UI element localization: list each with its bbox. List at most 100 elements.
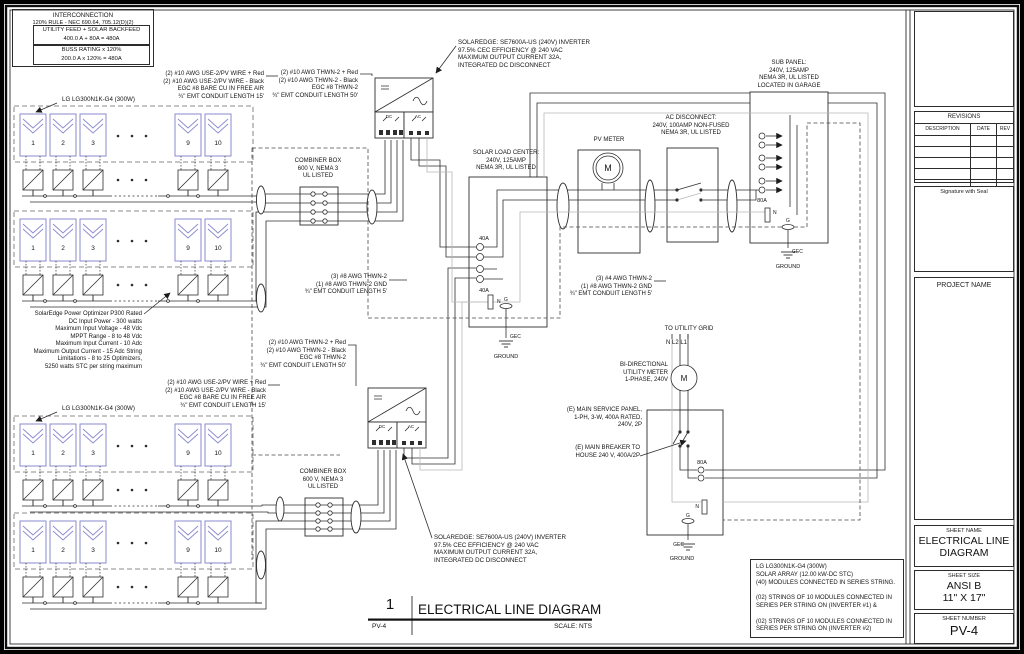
- utility-feed-calc: UTILITY FEED + SOLAR BACKFEED 400.0 A + …: [33, 25, 150, 45]
- combiner-box-2: [304, 497, 344, 537]
- svg-text:9: 9: [186, 547, 190, 554]
- revisions-col-rev: REV: [999, 126, 1011, 132]
- svg-text:10: 10: [214, 140, 222, 147]
- svg-text:1: 1: [31, 547, 35, 554]
- sheet-size-value: ANSI B: [946, 580, 982, 592]
- svg-text:3: 3: [91, 245, 95, 252]
- conduit-ellipses: [256, 179, 738, 580]
- svg-text:10: 10: [214, 450, 222, 457]
- sheet-number-box: SHEET NUMBER PV-4: [914, 613, 1014, 644]
- svg-text:1: 1: [31, 245, 35, 252]
- buss-rating-calc: BUSS RATING x 120% 200.0 A x 120% = 480A: [33, 45, 150, 65]
- inverter-1-note: SOLAREDGE: SE7600A-US (240V) INVERTER 97…: [458, 39, 590, 69]
- sp-breaker-label: 80A: [757, 198, 767, 204]
- lg-module-label-top: LG LG300N1K-G4 (300W): [62, 96, 135, 103]
- sheet-name-label: SHEET NAME: [946, 528, 982, 534]
- pv-string-1: [19, 113, 262, 203]
- svg-text:2: 2: [61, 140, 65, 147]
- svg-text:1: 1: [31, 140, 35, 147]
- ground-conductors: [251, 122, 861, 560]
- svg-text:1: 1: [31, 450, 35, 457]
- sp-neutral-label: N: [773, 210, 777, 216]
- drawing-ref: PV-4: [372, 623, 387, 630]
- sheet-name-box: SHEET NAME ELECTRICAL LINE DIAGRAM: [914, 525, 1014, 567]
- revisions-table: REVISIONS DESCRIPTION DATE REV: [914, 111, 1014, 189]
- title-strip-lines: [368, 596, 592, 635]
- svg-text:3: 3: [91, 547, 95, 554]
- revisions-col-date: DATE: [971, 124, 997, 135]
- sp-ground-text: GROUND: [776, 264, 800, 270]
- project-name-label: PROJECT NAME: [936, 282, 992, 289]
- small-labels: 40A 40A N G GEC GROUND M 80A N G GEC GRO…: [379, 114, 803, 562]
- logo-box: [914, 11, 1014, 107]
- revisions-title: REVISIONS: [947, 114, 981, 120]
- wire-label-meter-out: (3) #4 AWG THWN-2 (1) #8 AWG THWN-2 GND …: [569, 276, 652, 297]
- inv2-ac-label: AC: [408, 424, 415, 429]
- pv-meter-label: PV METER: [593, 137, 625, 143]
- main-breaker-note: (E) MAIN BREAKER TO HOUSE 240 V, 400A/2P: [575, 445, 640, 459]
- sheet-number-value: PV-4: [949, 623, 979, 638]
- neutral-conductors: [419, 112, 869, 503]
- signature-box: Signature with Seal: [914, 186, 1014, 272]
- ac-disconnect-box: [666, 147, 719, 243]
- svg-text:10: 10: [214, 547, 222, 554]
- lg-module-label-bottom: LG LG300N1K-G4 (300W): [62, 405, 135, 412]
- inv1-ac-label: AC: [415, 114, 422, 119]
- lc-ground-label: G: [504, 297, 508, 303]
- svg-text:2: 2: [61, 547, 65, 554]
- combiner-2-label: COMBINER BOX 600 V, NEMA 3 UL LISTED: [299, 469, 347, 490]
- lc-ground-text: GROUND: [494, 354, 518, 360]
- drawing-scale: SCALE: NTS: [554, 623, 592, 630]
- interconnection-title: INTERCONNECTION: [52, 12, 114, 19]
- svg-text:3: 3: [91, 140, 95, 147]
- sp-ground-label: G: [786, 218, 790, 224]
- ac-disconnect-label: AC DISCONNECT: 240V, 100AMP NON-FUSED NE…: [652, 115, 730, 136]
- utility-conductors-label: N L2 L1: [666, 340, 688, 346]
- pv-meter-m: M: [604, 163, 612, 173]
- revisions-col-description: DESCRIPTION: [915, 124, 971, 135]
- inverter-2-note: SOLAREDGE: SE7600A-US (240V) INVERTER 97…: [434, 534, 566, 564]
- mp-backfeed-label: 80A: [697, 460, 707, 466]
- interconnection-rule: 120% RULE - NEC 690.64, 705.12(D)(2): [32, 19, 134, 26]
- pv-string-3: [19, 423, 262, 513]
- svg-text:9: 9: [186, 245, 190, 252]
- signature-label: Signature with Seal: [940, 189, 988, 195]
- main-panel-label: (E) MAIN SERVICE PANEL, 1-PH, 3-W, 400A …: [566, 407, 642, 428]
- sp-gec-label: GEC: [792, 249, 803, 255]
- combiner-box-1: [299, 186, 339, 226]
- inv2-dc-label: DC: [379, 424, 386, 429]
- sheet-dims-value: 11" X 17": [942, 592, 986, 604]
- combiner-1-label: COMBINER BOX 600 V, NEMA 3 UL LISTED: [294, 158, 342, 179]
- interconnection-note: INTERCONNECTION 120% RULE - NEC 690.64, …: [12, 9, 154, 67]
- equipment-internals: [35, 45, 798, 551]
- to-utility-grid-label: TO UTILITY GRID: [664, 326, 714, 332]
- wire-label-pv-bottom: (2) #10 AWG USE-2/PV WIRE + Red (2) #10 …: [165, 380, 266, 409]
- optimizer-note: SolarEdge Power Optimizer P300 Rated DC …: [33, 311, 142, 370]
- svg-text:3: 3: [91, 450, 95, 457]
- pv-string-4: [19, 520, 262, 610]
- mp-ground-text: GROUND: [670, 556, 694, 562]
- lc-breaker-bottom-label: 40A: [479, 288, 489, 294]
- wire-label-inverter-ac-top: (2) #10 AWG THWN-2 + Red (2) #10 AWG THW…: [272, 70, 358, 99]
- svg-text:9: 9: [186, 450, 190, 457]
- lc-breaker-top-label: 40A: [479, 236, 489, 242]
- project-name-box: PROJECT NAME: [914, 277, 1014, 520]
- mp-gec-label: GEC: [673, 542, 684, 548]
- sheet-name-value: ELECTRICAL LINE DIAGRAM: [918, 535, 1010, 559]
- sheet-size-box: SHEET SIZE ANSI B 11" X 17": [914, 570, 1014, 610]
- drawing-title: ELECTRICAL LINE DIAGRAM: [418, 602, 602, 617]
- svg-text:9: 9: [186, 140, 190, 147]
- main-service-panel-box: [646, 409, 724, 536]
- drawing-number: 1: [385, 596, 395, 613]
- sheet-number-label: SHEET NUMBER: [942, 616, 986, 622]
- mp-ground-label: G: [686, 513, 690, 519]
- inv1-dc-label: DC: [386, 114, 393, 119]
- svg-text:10: 10: [214, 245, 222, 252]
- utility-meter-m: M: [681, 374, 688, 383]
- wire-label-inverter-ac-bottom: (2) #10 AWG THWN-2 + Red (2) #10 AWG THW…: [260, 340, 346, 369]
- wire-label-pv-top: (2) #10 AWG USE-2/PV WIRE + Red (2) #10 …: [163, 71, 264, 100]
